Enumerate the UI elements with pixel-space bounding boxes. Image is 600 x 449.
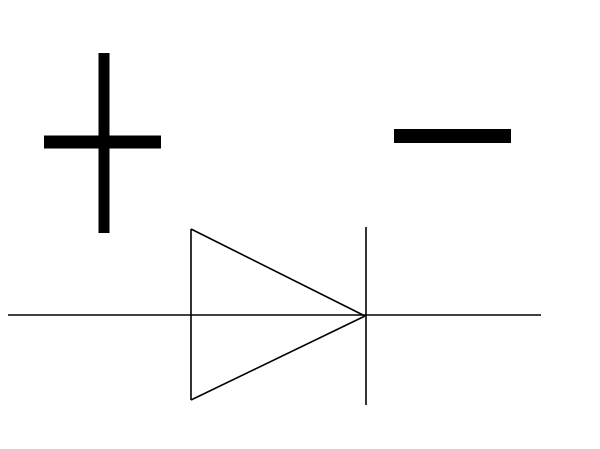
plus-symbol: [44, 53, 161, 233]
diode-triangle-upper-edge: [190, 228, 366, 317]
diode-triangle-lower-edge: [190, 315, 366, 401]
diode-symbol: [190, 227, 367, 405]
